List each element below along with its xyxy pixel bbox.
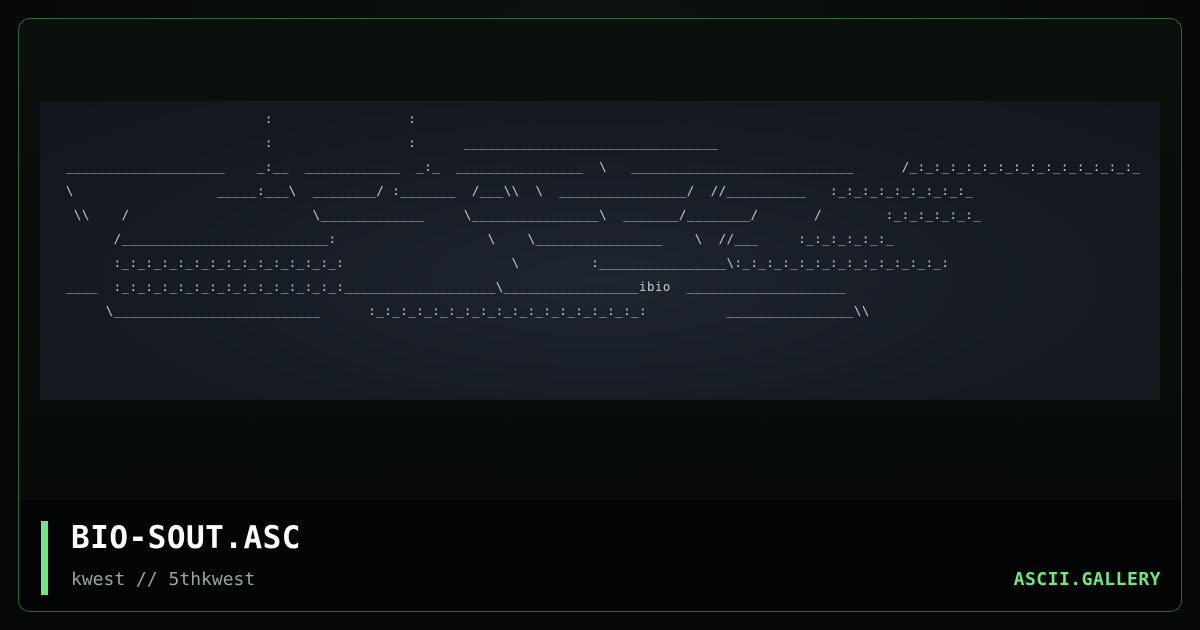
accent-bar bbox=[41, 521, 48, 595]
card-footer: BIO-SOUT.ASC kwest // 5thkwest ASCII.GAL… bbox=[19, 500, 1181, 611]
ascii-art: : : : : ________________________________… bbox=[65, 111, 1141, 318]
artist-byline: kwest // 5thkwest bbox=[71, 569, 256, 590]
ascii-art-panel: : : : : ________________________________… bbox=[40, 101, 1160, 400]
artwork-title: BIO-SOUT.ASC bbox=[71, 520, 301, 556]
artwork-card: : : : : ________________________________… bbox=[18, 18, 1182, 612]
site-brand[interactable]: ASCII.GALLERY bbox=[1013, 569, 1161, 590]
